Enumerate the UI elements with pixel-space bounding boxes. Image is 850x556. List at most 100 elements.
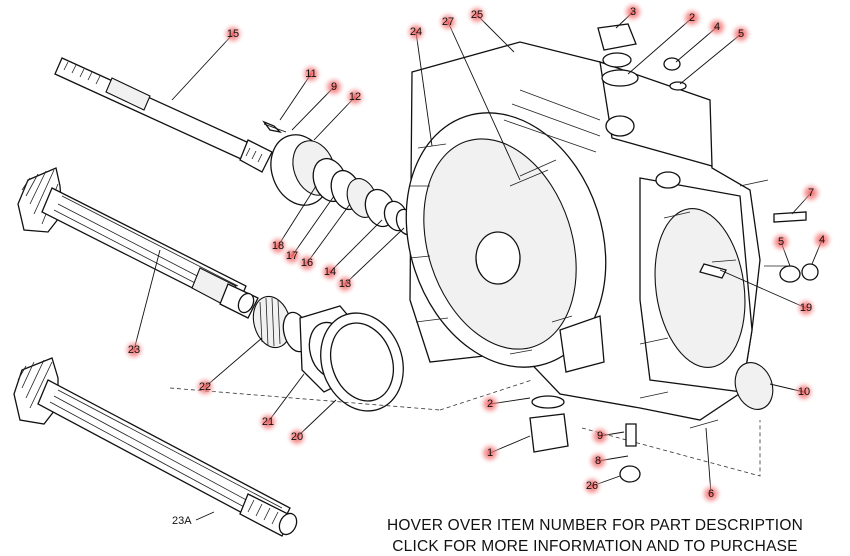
hotspot-label: 5 [738,28,744,40]
hotspot-glow [122,338,146,362]
hotspot-label: 4 [819,234,825,246]
hotspot-label: 8 [595,455,601,467]
hotspot-glow [680,6,704,30]
hotspot-label: 18 [272,240,284,252]
hotspot-item-5a[interactable]: 5 [729,22,753,46]
hotspot-label: 2 [689,12,695,24]
instruction-hover: HOVER OVER ITEM NUMBER FOR PART DESCRIPT… [387,517,803,534]
hotspot-glow [729,22,753,46]
hotspot-glow [285,425,309,449]
pinion-shaft-23a-drawing [13,357,298,537]
hotspot-item-16[interactable]: 16 [295,251,319,275]
hotspot-glow [705,15,729,39]
hotspot-glow [295,251,319,275]
hotspot-item-21[interactable]: 21 [256,410,280,434]
hotspot-glow [621,0,645,24]
leader-lines [133,11,823,495]
pinion-shaft-23-drawing [17,167,259,319]
hotspot-item-9b[interactable]: 9 [588,424,612,448]
hotspot-item-4b[interactable]: 4 [810,228,834,252]
hotspot-label: 22 [199,381,211,393]
hotspot-glow [699,482,723,506]
hotspot-label: 11 [305,68,316,80]
bearing-22-housing-21-drawing [252,295,404,412]
hotspot-item-22[interactable]: 22 [193,375,217,399]
hotspot-glow [221,22,245,46]
hotspot-glow [580,474,604,498]
hotspot-item-24[interactable]: 24 [404,20,428,44]
shaft-15-drawing [54,57,273,173]
hotspot-item-2b[interactable]: 2 [478,392,502,416]
hotspot-label: 9 [597,430,603,442]
hotspot-glow [256,410,280,434]
hotspot-item-12[interactable]: 12 [343,85,367,109]
hotspot-glow [810,228,834,252]
hotspot-item-5b[interactable]: 5 [769,230,793,254]
hotspot-item-1[interactable]: 1 [478,441,502,465]
hotspot-item-20[interactable]: 20 [285,425,309,449]
hotspot-glow [465,3,489,27]
hotspot-glow [478,441,502,465]
hotspot-item-19[interactable]: 19 [794,296,818,320]
hotspot-item-3[interactable]: 3 [621,0,645,24]
hotspot-label: 27 [442,16,454,28]
hotspot-glow [478,392,502,416]
hotspot-item-2a[interactable]: 2 [680,6,704,30]
hotspot-glow [792,380,816,404]
hotspot-item-11[interactable]: 11 [299,62,323,86]
small-parts-drawing [529,23,819,483]
hotspot-item-23[interactable]: 23 [122,338,146,362]
hotspot-glow [586,449,610,473]
hotspot-label: 19 [800,302,812,314]
hotspot-label: 21 [262,416,274,428]
hotspot-item-9a[interactable]: 9 [322,75,346,99]
hotspot-glow [799,181,823,205]
hotspot-label: 17 [286,250,298,262]
hotspot-item-8[interactable]: 8 [586,449,610,473]
instruction-click: CLICK FOR MORE INFORMATION AND TO PURCHA… [392,538,798,555]
hotspot-label: 15 [227,28,239,40]
hotspot-label: 10 [798,386,810,398]
hotspot-glow [588,424,612,448]
hotspot-glow [299,62,323,86]
hotspot-item-10[interactable]: 10 [792,380,816,404]
hotspot-item-13[interactable]: 13 [333,272,357,296]
hotspot-glow [333,272,357,296]
hotspot-label: 3 [630,6,636,18]
hotspot-glow [404,20,428,44]
hotspot-label: 26 [586,480,598,492]
item-23a-label: 23A [172,515,192,527]
hotspot-item-6[interactable]: 6 [699,482,723,506]
hotspot-item-26[interactable]: 26 [580,474,604,498]
hotspot-glow [343,85,367,109]
hotspot-label: 16 [301,257,313,269]
hotspot-label: 1 [487,447,493,459]
hotspot-label: 23 [128,344,140,356]
hotspot-label: 24 [410,26,422,38]
hotspot-label: 14 [324,266,336,278]
axle-housing-drawing [405,41,790,429]
hotspot-label: 5 [778,236,784,248]
hotspot-item-4a[interactable]: 4 [705,15,729,39]
hotspot-label: 20 [291,431,303,443]
hotspot-label: 12 [349,91,361,103]
hotspot-label: 7 [808,187,814,199]
hotspot-label: 9 [331,81,337,93]
hotspot-glow [436,10,460,34]
hotspot-glow [193,375,217,399]
hotspot-item-7[interactable]: 7 [799,181,823,205]
hotspot-label: 4 [714,21,720,33]
hotspot-item-15[interactable]: 15 [221,22,245,46]
hotspot-label: 25 [471,9,483,21]
hotspot-label: 2 [487,398,493,410]
hotspot-item-27[interactable]: 27 [436,10,460,34]
hotspot-item-25[interactable]: 25 [465,3,489,27]
hotspot-label: 6 [708,488,714,500]
bearing-housing-12-drawing [262,120,417,236]
hotspot-label: 13 [339,278,351,290]
hotspot-glow [794,296,818,320]
hotspot-glow [322,75,346,99]
hotspot-glow [769,230,793,254]
